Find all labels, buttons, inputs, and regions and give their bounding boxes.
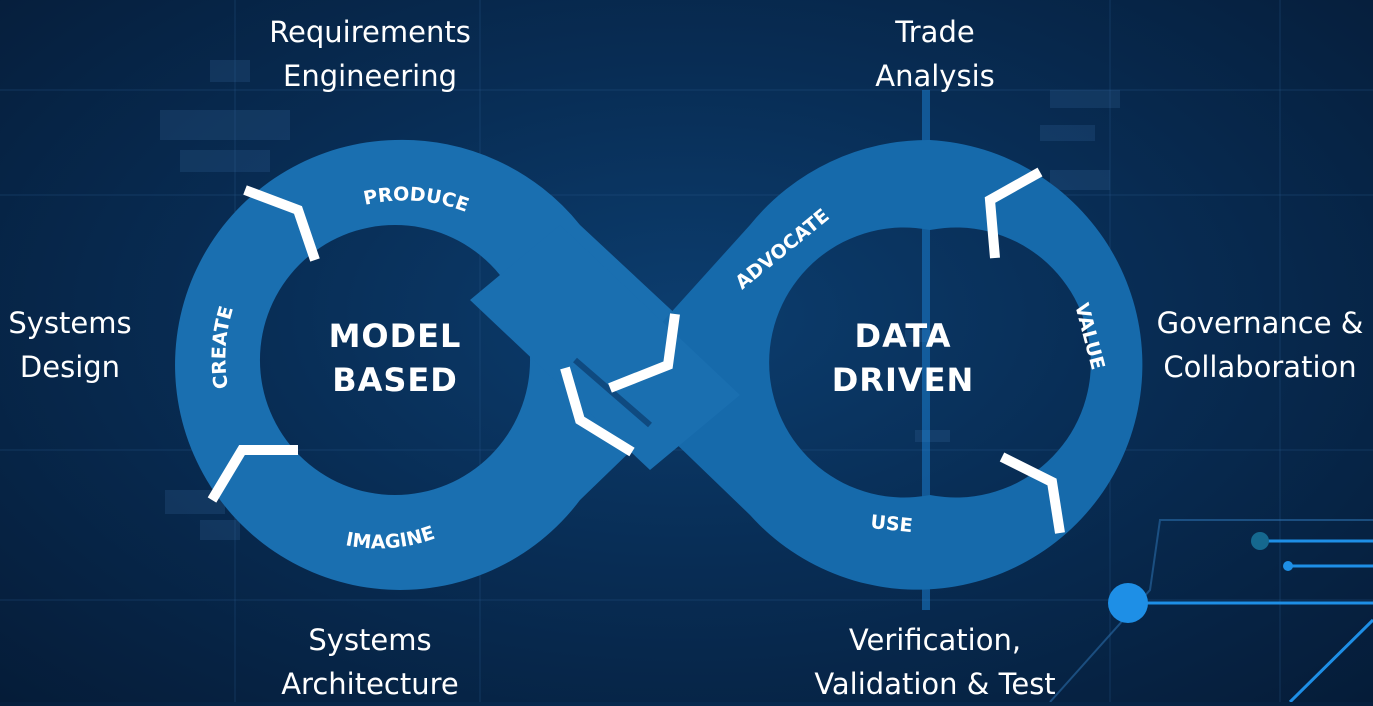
label-systems-design: Systems Design [8,306,132,384]
arrow-bottom-right-icon [999,452,1065,534]
label-requirements-engineering: Requirements Engineering [269,15,471,93]
chevron-arrow-icons [207,167,1065,534]
crossing-band [470,225,740,470]
right-loop [610,139,1143,590]
center-label-model-based: MODEL BASED [328,317,462,399]
arrow-center-right-icon [608,313,680,393]
crossing-shadow [573,357,652,428]
label-verification-validation-test: Verification, Validation & Test [814,623,1056,701]
label-trade-analysis: Trade Analysis [875,15,995,93]
arrow-bottom-left-icon [207,445,298,503]
center-label-data-driven: DATA DRIVEN [831,317,975,399]
arrow-top-left-icon [243,185,320,262]
label-systems-architecture: Systems Architecture [281,623,459,701]
label-governance-collaboration: Governance & Collaboration [1156,306,1364,384]
stage-use: USE [870,511,914,537]
arrow-center-left-icon [560,366,635,457]
arrow-top-right-icon [984,167,1043,259]
